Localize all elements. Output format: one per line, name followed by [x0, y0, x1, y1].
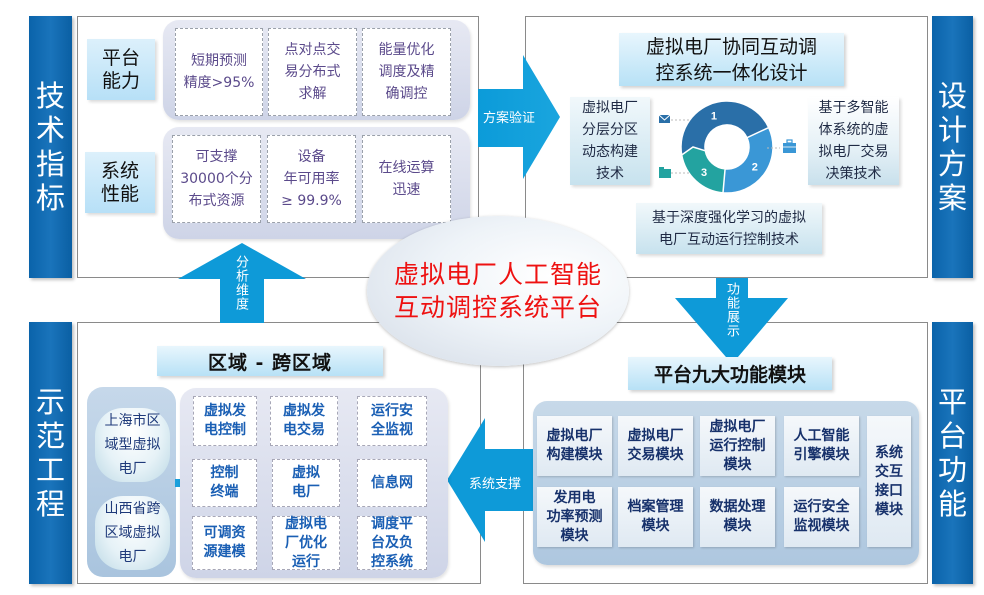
side-label-demo-project: 示 范 工 程: [29, 322, 72, 584]
module-cell: 档案管理 模块: [618, 487, 693, 547]
arrow-shape: [447, 418, 537, 542]
cycle-segment: [680, 146, 726, 194]
side-char: 技: [35, 79, 65, 113]
site-shanxi: 山西省跨 区域虚拟 电厂: [95, 496, 170, 570]
arrow-left: [447, 418, 537, 542]
module-cell: 虚拟电厂 运行控制 模块: [700, 416, 775, 476]
demo-grid-cell: 信息网: [357, 459, 427, 507]
arrow-label-system-support: 系统支撑: [468, 477, 521, 492]
indicator-cell: 在线运算 迅速: [362, 135, 451, 223]
side-char: 计: [937, 113, 967, 147]
side-char: 方: [937, 147, 967, 181]
side-char: 指: [35, 147, 65, 181]
arrow-label-scheme-verification: 方案验证: [482, 111, 535, 126]
arrow-label-analysis-dimension: 分析维度: [233, 255, 248, 311]
side-label-tech-indicators: 技 术 指 标: [29, 16, 72, 278]
modules-title: 平台九大功能模块: [628, 357, 832, 390]
arrow-shape: [675, 278, 788, 364]
folder-icon: [659, 167, 671, 178]
side-char: 设: [937, 79, 967, 113]
module-cell: 虚拟电厂 构建模块: [537, 416, 612, 476]
side-char: 示: [35, 385, 65, 419]
center-platform-ellipse: 虚拟电厂人工智能 互动调控系统平台: [367, 216, 629, 366]
side-char: 案: [937, 181, 967, 215]
module-system-interface: 系统 交互 接口 模块: [867, 416, 911, 547]
arrow-label-function-display: 功能展示: [724, 282, 739, 338]
demo-grid-cell: 虚拟发 电控制: [193, 396, 257, 446]
module-cell: 运行安全 监视模块: [784, 487, 859, 547]
side-char: 标: [35, 181, 65, 215]
indicator-cell: 可支撑 30000个分 布式资源: [172, 135, 261, 223]
demo-grid-cell: 调度平 台及负 控系统: [357, 516, 427, 570]
demo-grid-cell: 运行安 全监视: [357, 396, 427, 446]
mail-icon: [658, 114, 671, 123]
row-label-platform-capability: 平台 能力: [87, 39, 155, 100]
indicator-cell: 能量优化 调度及精 确调控: [362, 28, 451, 116]
demo-grid-cell: 虚拟电 厂优化 运行: [272, 516, 340, 570]
tech-deep-rl-control: 基于深度强化学习的虚拟 电厂互动运行控制技术: [636, 203, 822, 254]
cycle-segment: [717, 126, 774, 194]
demo-grid-cell: 虚拟 电厂: [272, 459, 340, 507]
module-cell: 虚拟电厂 交易模块: [618, 416, 693, 476]
tech-multi-agent-trading: 基于多智能 体系统的虚 拟电厂交易 决策技术: [808, 97, 899, 185]
arrow-right: [478, 55, 560, 179]
indicator-cell: 设备 年可用率 ≥ 99.9%: [267, 135, 356, 223]
demo-grid-cell: 控制 终端: [192, 459, 257, 507]
side-char: 台: [937, 419, 967, 453]
demo-grid-cell: 虚拟发 电交易: [270, 396, 338, 446]
arrow-shape: [478, 55, 560, 179]
demo-title: 区域 - 跨区域: [157, 346, 383, 376]
cycle-segment-label: 2: [752, 162, 758, 174]
side-char: 工: [35, 453, 65, 487]
module-cell: 人工智能 引擎模块: [784, 416, 859, 476]
cycle-segment-label: 1: [711, 111, 717, 123]
side-char: 范: [35, 419, 65, 453]
side-char: 功: [937, 453, 967, 487]
cycle-segment: [680, 100, 770, 164]
center-title-line2: 互动调控系统平台: [393, 293, 602, 322]
side-char: 程: [35, 487, 65, 521]
module-cell: 数据处理 模块: [700, 487, 775, 547]
row-label-system-performance: 系统 性能: [85, 152, 155, 213]
tech-hierarchical-zoning: 虚拟电厂 分层分区 动态构建 技术: [570, 97, 650, 185]
cycle-diagram: 1 2 3: [658, 100, 796, 194]
side-char: 能: [937, 487, 967, 521]
side-char: 平: [937, 385, 967, 419]
arrow-down: [675, 278, 788, 364]
demo-grid-cell: 可调资 源建模: [192, 516, 257, 570]
indicator-cell: 点对点交 易分布式 求解: [268, 28, 357, 116]
indicator-cell: 短期预测 精度>95%: [175, 28, 263, 116]
cycle-segment-label: 3: [701, 167, 707, 179]
module-cell: 发用电 功率预测 模块: [537, 487, 612, 547]
arrow-shape: [178, 243, 306, 323]
side-label-platform-functions: 平 台 功 能: [932, 322, 973, 584]
side-char: 术: [35, 113, 65, 147]
site-shanghai: 上海市区 域型虚拟 电厂: [95, 408, 170, 482]
briefcase-icon: [783, 139, 796, 153]
side-label-design-scheme: 设 计 方 案: [932, 16, 973, 278]
center-title-line1: 虚拟电厂人工智能: [393, 260, 602, 289]
design-title: 虚拟电厂协同互动调 控系统一体化设计: [619, 33, 844, 86]
arrow-up: [178, 243, 306, 323]
